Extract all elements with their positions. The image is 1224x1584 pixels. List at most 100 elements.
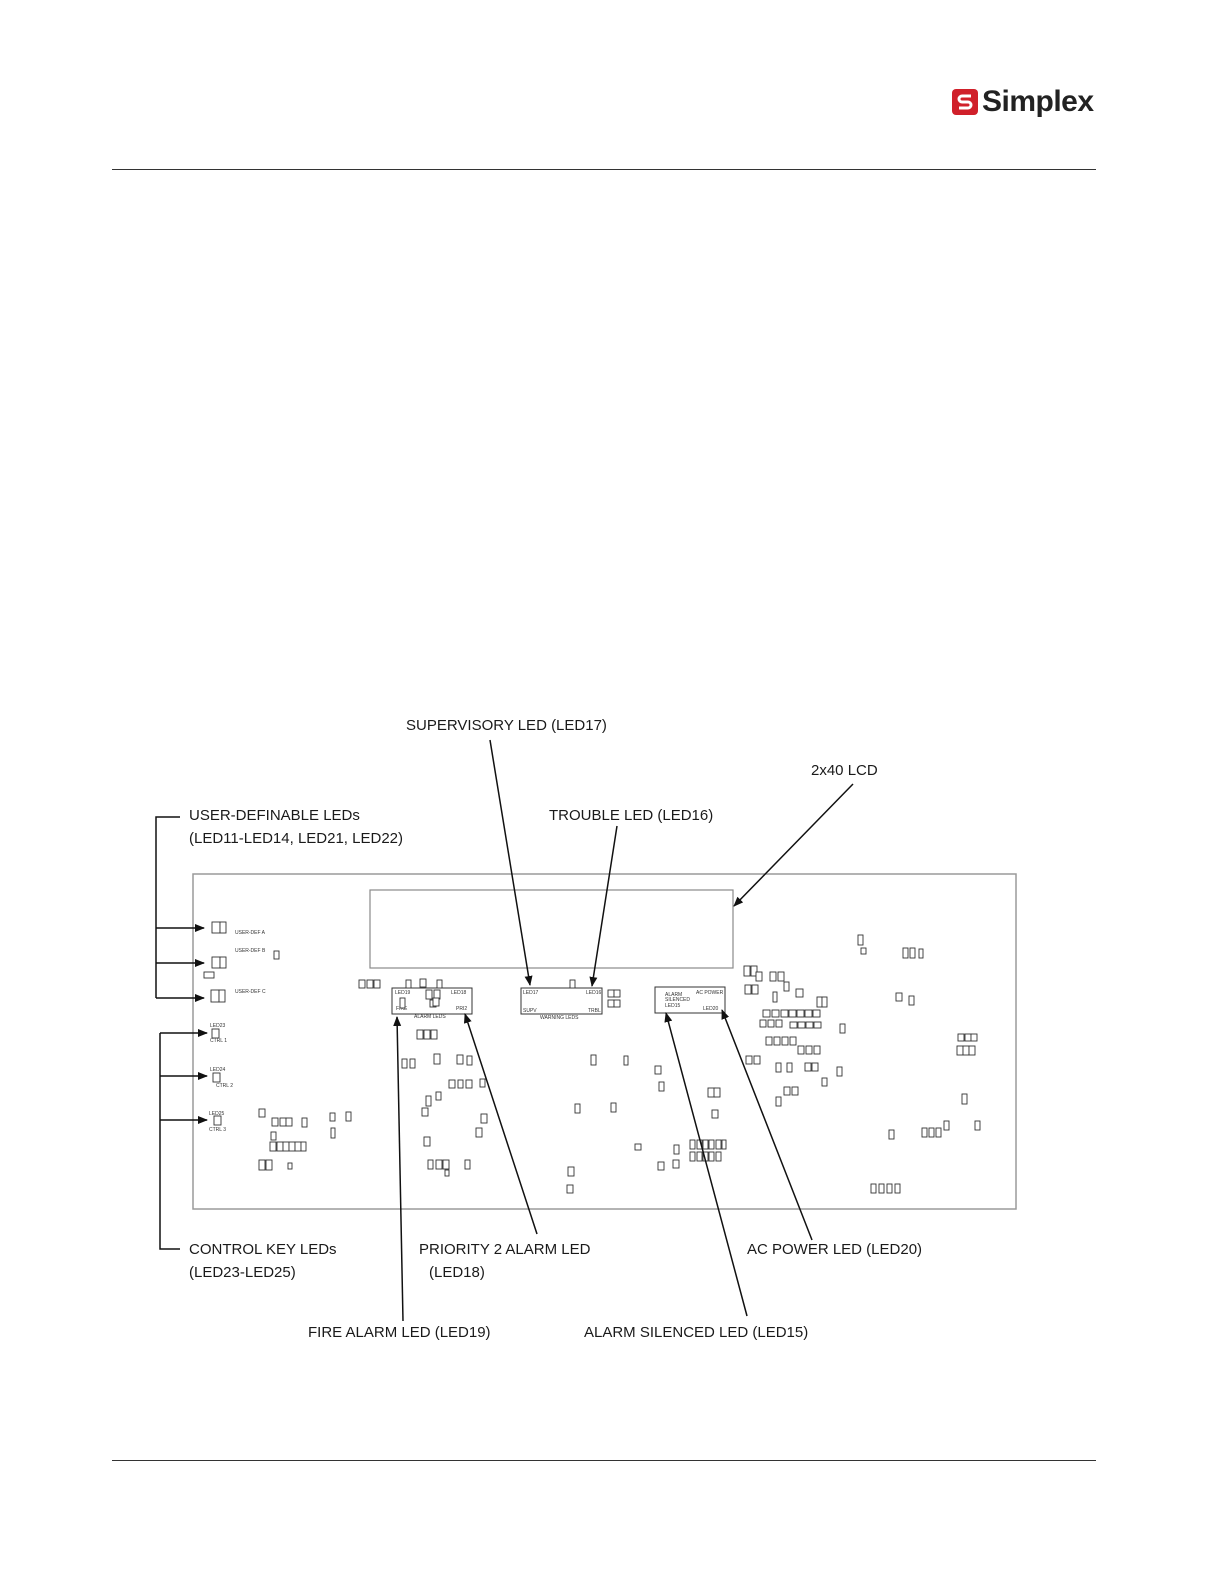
component-footprint	[702, 1139, 709, 1150]
component-footprint	[888, 1129, 895, 1140]
component-footprint	[610, 1102, 617, 1113]
board-label-ac-power: AC POWER	[696, 990, 724, 996]
component-footprint	[745, 1055, 753, 1065]
component-footprint	[432, 997, 440, 1007]
component-footprint	[797, 1045, 805, 1055]
component-footprint	[928, 1127, 935, 1138]
component-footprint	[721, 1139, 727, 1150]
simplex-logo-icon	[952, 89, 978, 115]
component-footprint	[857, 934, 864, 946]
component-footprint	[211, 1028, 220, 1039]
component-footprint	[444, 1169, 450, 1177]
component-footprint	[771, 1009, 780, 1018]
component-footprint	[294, 1141, 302, 1152]
simplex-logo: Simplex	[952, 84, 1094, 120]
component-footprint	[870, 1183, 877, 1194]
component-footprint	[211, 956, 221, 969]
component-footprint	[203, 971, 215, 979]
component-footprint	[813, 1045, 821, 1055]
board-label-user-c: USER-DEF C	[235, 989, 266, 995]
component-footprint	[775, 1062, 782, 1073]
component-footprint	[775, 1096, 782, 1107]
component-footprint	[750, 965, 758, 977]
component-footprint	[804, 1009, 813, 1018]
supervisory-arrow	[489, 739, 533, 986]
component-footprint	[423, 1136, 431, 1147]
component-footprint	[401, 1058, 408, 1069]
component-footprint	[574, 1103, 581, 1114]
fire-alarm-arrow	[393, 1016, 404, 1322]
component-footprint	[219, 921, 227, 934]
component-footprint	[821, 996, 828, 1008]
component-footprint	[780, 1009, 789, 1018]
component-footprint	[285, 1117, 293, 1127]
board-label-trbl: TRBL	[588, 1008, 601, 1014]
board-label-alarm: ALARM	[665, 992, 682, 998]
component-footprint	[258, 1159, 266, 1171]
alarm-silenced-arrow	[664, 1012, 748, 1317]
component-footprint	[270, 1131, 277, 1141]
component-footprint	[777, 971, 785, 982]
component-footprint	[435, 1091, 442, 1101]
component-footprint	[457, 1079, 464, 1089]
board-label-led20: LED20	[703, 1006, 719, 1012]
component-footprint	[895, 992, 903, 1002]
callout-fire-alarm: FIRE ALARM LED (LED19)	[308, 1324, 491, 1341]
component-footprint	[753, 1055, 761, 1065]
component-footprint	[902, 947, 909, 959]
component-footprint	[908, 995, 915, 1006]
component-footprint	[423, 1029, 431, 1040]
component-footprint	[795, 988, 804, 998]
component-footprint	[442, 1159, 450, 1170]
component-footprint	[276, 1141, 284, 1152]
component-footprint	[399, 997, 406, 1009]
component-footprint	[433, 1053, 441, 1065]
component-footprint	[218, 989, 226, 1003]
callout-lcd: 2x40 LCD	[811, 762, 878, 779]
warning-leds-box	[520, 987, 603, 1015]
component-footprint	[773, 1036, 781, 1046]
component-footprint	[783, 981, 790, 992]
callout-user-definable: USER-DEFINABLE LEDs	[189, 807, 360, 824]
component-footprint	[427, 1159, 434, 1170]
component-footprint	[751, 984, 759, 995]
component-footprint	[465, 1079, 473, 1089]
component-footprint	[421, 1107, 429, 1117]
callout-trouble: TROUBLE LED (LED16)	[549, 807, 713, 824]
component-footprint	[613, 999, 621, 1008]
ac-power-arrow	[721, 1009, 813, 1241]
callout-control-key: CONTROL KEY LEDs	[189, 1241, 337, 1258]
component-footprint	[789, 1021, 798, 1029]
component-footprint	[713, 1087, 721, 1098]
component-footprint	[788, 1009, 797, 1018]
component-footprint	[301, 1117, 308, 1128]
component-footprint	[968, 1045, 976, 1056]
component-footprint	[789, 1036, 797, 1046]
component-footprint	[860, 947, 867, 955]
trouble-arrow	[589, 825, 618, 987]
callout-control-key-range: (LED23-LED25)	[189, 1264, 296, 1281]
component-footprint	[762, 1009, 771, 1018]
component-footprint	[715, 1151, 722, 1162]
component-footprint	[711, 1109, 719, 1119]
component-footprint	[909, 947, 916, 959]
board-label-led24: LED24	[210, 1067, 226, 1073]
component-footprint	[425, 1095, 432, 1107]
component-footprint	[935, 1127, 942, 1138]
callout-ac-power: AC POWER LED (LED20)	[747, 1241, 922, 1258]
component-footprint	[696, 1151, 703, 1162]
board-label-led17: LED17	[523, 990, 539, 996]
board-label-ctrl1: CTRL 1	[210, 1038, 227, 1044]
board-label-fire: FIRE	[396, 1006, 408, 1012]
board-label-ctrl3: CTRL 3	[209, 1127, 226, 1133]
component-footprint	[689, 1151, 696, 1162]
component-footprint	[786, 1062, 793, 1073]
board-label-led19: LED19	[395, 990, 411, 996]
component-footprint	[961, 1093, 968, 1105]
component-footprint	[480, 1113, 488, 1124]
component-footprint	[772, 991, 778, 1003]
component-footprint	[211, 921, 221, 934]
board-label-user-b: USER-DEF B	[235, 948, 266, 954]
component-footprint	[791, 1086, 799, 1096]
